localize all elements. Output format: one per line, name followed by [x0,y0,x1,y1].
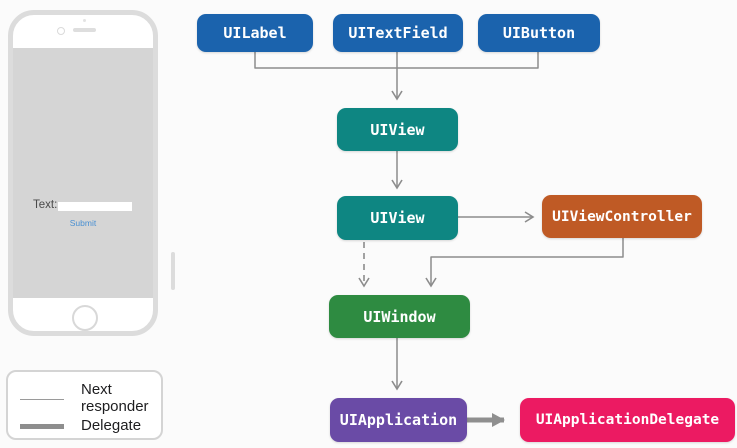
node-uiview-child: UIView [337,108,458,151]
node-uiapplicationdelegate: UIApplicationDelegate [520,398,735,442]
thin-line-swatch [20,398,64,400]
node-uiapplication: UIApplication [330,398,467,442]
home-button [72,305,98,331]
legend-label-delegate: Delegate [81,416,142,434]
sensor-dot [83,19,86,22]
node-uiwindow: UIWindow [329,295,470,338]
legend-label-next-responder: Next responder [81,381,149,415]
speaker-slot [73,28,96,32]
power-button [171,252,175,290]
node-uilabel: UILabel [197,14,313,52]
text-field-label: Text: [33,199,58,211]
text-input-field[interactable] [58,202,132,211]
node-uiviewcontroller: UIViewController [542,195,702,238]
thick-line-swatch [20,423,64,429]
node-uitextfield: UITextField [333,14,463,52]
front-camera-icon [57,27,65,35]
node-uiview-parent: UIView [337,196,458,240]
edge-uiviewcontroller-to-uiwindow [425,238,624,288]
legend-item-delegate: Delegate [8,416,161,434]
phone-screen: Text: Submit [13,48,153,298]
legend-item-next-responder: Next responder [8,380,161,418]
node-uibutton: UIButton [478,14,600,52]
iphone-mockup: Text: Submit [8,10,175,336]
submit-button[interactable]: Submit [69,218,97,228]
legend: Next responder Delegate [6,370,163,440]
